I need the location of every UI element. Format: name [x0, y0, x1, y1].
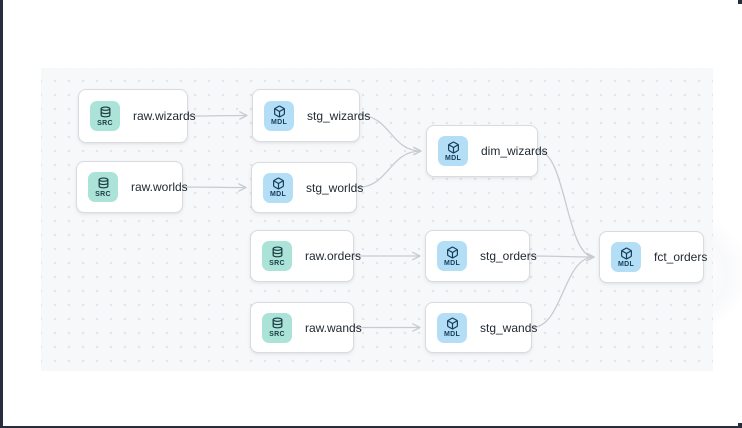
src-badge: SRC: [262, 312, 292, 343]
node-stg-orders[interactable]: MDL stg_orders: [425, 230, 537, 282]
cube-icon: [620, 246, 633, 260]
src-badge: SRC: [90, 101, 120, 131]
node-raw-orders[interactable]: SRC raw.orders: [250, 230, 361, 282]
mdl-badge: MDL: [438, 136, 468, 166]
node-fct-orders[interactable]: MDL fct_orders: [558, 204, 742, 344]
node-raw-wizards[interactable]: SRC raw.wizards: [78, 89, 196, 143]
node-label: stg_orders: [480, 249, 537, 263]
cube-icon: [273, 105, 286, 118]
database-icon: [271, 245, 284, 259]
mdl-badge: MDL: [611, 242, 641, 272]
mdl-badge: MDL: [263, 172, 293, 203]
node-label: raw.worlds: [131, 180, 188, 194]
node-label: fct_orders: [654, 250, 708, 264]
node-label: raw.wizards: [133, 109, 196, 123]
edge-stg_orders-to-fct_orders: [529, 252, 595, 262]
window-corner-top-right: [738, 0, 742, 4]
node-label: raw.wands: [305, 320, 362, 335]
node-label: raw.orders: [305, 249, 362, 263]
edge-raw_wizards-to-stg_wizards: [187, 111, 248, 120]
window-edge-bottom: [0, 426, 742, 428]
mdl-badge: MDL: [264, 100, 294, 131]
edge-dim_wizards-to-fct_orders: [537, 150, 595, 262]
database-icon: [271, 317, 284, 330]
node-dim-wizards[interactable]: MDL dim_wizards: [426, 125, 548, 177]
node-raw-worlds[interactable]: SRC raw.worlds: [76, 161, 188, 213]
cube-icon: [446, 317, 459, 330]
node-stg-worlds[interactable]: MDL stg_worlds: [251, 162, 363, 213]
database-icon: [99, 105, 112, 119]
node-stg-wizards[interactable]: MDL stg_wizards: [252, 89, 370, 142]
edge-stg_wizards-to-dim_wizards: [359, 114, 422, 156]
edge-raw_worlds-to-stg_worlds: [182, 183, 247, 192]
window-edge-left: [0, 0, 3, 428]
edges-layer: [182, 111, 595, 332]
src-badge: SRC: [88, 172, 118, 202]
mdl-badge: MDL: [437, 241, 467, 271]
node-raw-wands[interactable]: SRC raw.wands: [250, 302, 362, 353]
node-label: stg_worlds: [306, 180, 364, 195]
node-label: dim_wizards: [481, 144, 548, 158]
src-badge: SRC: [262, 241, 292, 271]
edge-stg_worlds-to-dim_wizards: [356, 146, 422, 189]
cube-icon: [272, 177, 285, 190]
cube-icon: [446, 245, 459, 259]
edge-stg_wands-to-fct_orders: [531, 252, 595, 329]
node-stg-wands[interactable]: MDL stg_wands: [425, 302, 537, 353]
database-icon: [97, 176, 110, 190]
node-label: stg_wands: [480, 320, 538, 335]
window-corner-bottom-right: [738, 423, 742, 428]
cube-icon: [447, 140, 460, 154]
mdl-badge: MDL: [437, 312, 467, 343]
node-label: stg_wizards: [307, 108, 371, 123]
